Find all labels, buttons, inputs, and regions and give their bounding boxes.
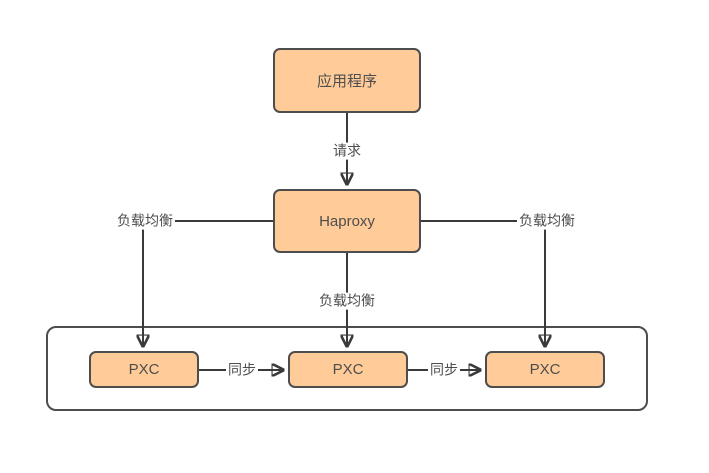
edge-label-sync-left-center: 同步 — [226, 361, 258, 379]
node-pxc-left: PXC — [89, 351, 199, 388]
node-pxc-right: PXC — [485, 351, 605, 388]
node-pxc-center: PXC — [288, 351, 408, 388]
edge-label-request: 请求 — [331, 142, 363, 160]
edge-label-lb-right: 负载均衡 — [517, 212, 577, 230]
edge-label-sync-center-right: 同步 — [428, 361, 460, 379]
node-application: 应用程序 — [273, 48, 421, 113]
edge-label-lb-center: 负载均衡 — [317, 292, 377, 310]
edge-label-lb-left: 负载均衡 — [115, 212, 175, 230]
node-haproxy: Haproxy — [273, 189, 421, 253]
